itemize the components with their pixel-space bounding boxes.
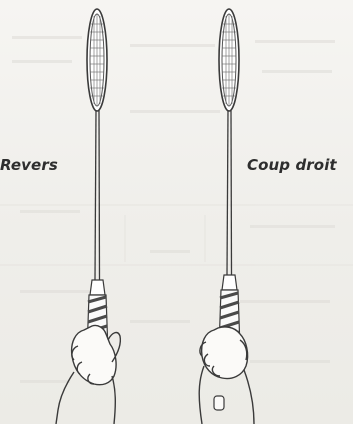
racket-head-icon [219, 9, 239, 111]
caption-forehand: Coup droit [247, 158, 337, 173]
hand-forehand-icon [199, 327, 254, 424]
racket-shaft [222, 110, 237, 290]
caption-backhand: Revers [0, 158, 58, 173]
